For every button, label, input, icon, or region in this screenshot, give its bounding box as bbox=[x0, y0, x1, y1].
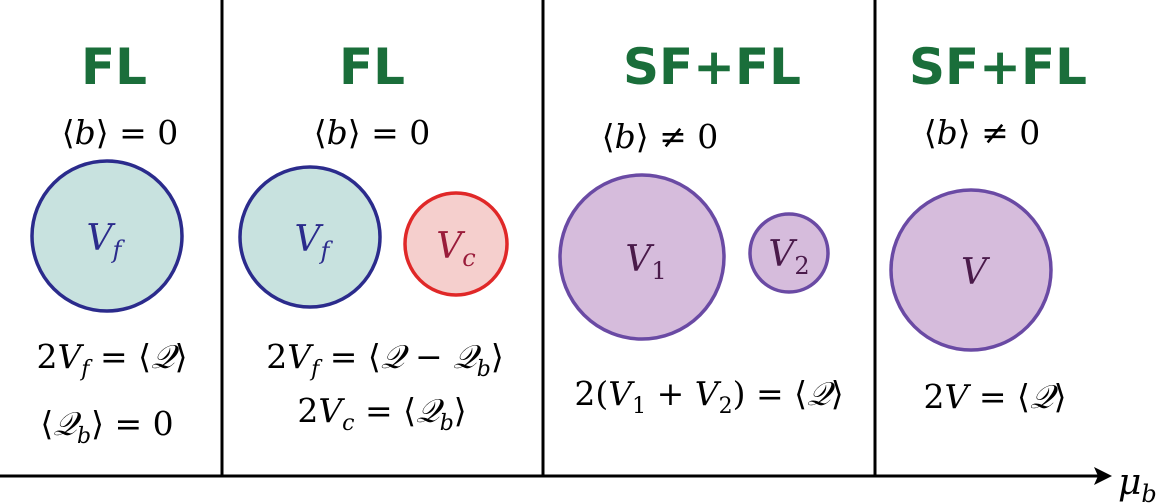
circle-v bbox=[889, 188, 1053, 352]
region-3-equation-1: 2(V1 + V2) = ⟨𝒬⟩ bbox=[574, 374, 843, 419]
region-4-equation-1: 2V = ⟨𝒬⟩ bbox=[924, 377, 1067, 416]
region-3-condition: ⟨b⟩ ≠ 0 bbox=[602, 117, 719, 156]
region-2-equation-1: 2Vf = ⟨𝒬 − 𝒬b⟩ bbox=[266, 337, 504, 382]
region-1-title: FL bbox=[81, 38, 147, 96]
circle-vf-1 bbox=[30, 159, 184, 313]
circle-v2 bbox=[748, 212, 830, 294]
circle-v-label: V bbox=[961, 252, 991, 293]
region-2-title: FL bbox=[339, 38, 405, 96]
region-2: FL ⟨b⟩ = 0 Vf Vc 2Vf = ⟨𝒬 − 𝒬b⟩ 2Vc = ⟨𝒬… bbox=[238, 38, 509, 436]
region-4-condition: ⟨b⟩ ≠ 0 bbox=[924, 113, 1041, 152]
region-4: SF+FL ⟨b⟩ ≠ 0 V 2V = ⟨𝒬⟩ bbox=[889, 38, 1087, 416]
region-4-title: SF+FL bbox=[909, 38, 1087, 96]
circle-vc bbox=[403, 191, 509, 297]
region-1: FL ⟨b⟩ = 0 Vf 2Vf = ⟨𝒬⟩ ⟨𝒬b⟩ = 0 bbox=[30, 38, 188, 449]
region-3-title: SF+FL bbox=[623, 38, 801, 96]
region-1-condition: ⟨b⟩ = 0 bbox=[62, 113, 179, 152]
circle-v1 bbox=[558, 173, 726, 341]
mu-axis-arrowhead-icon bbox=[1094, 467, 1112, 485]
region-2-condition: ⟨b⟩ = 0 bbox=[314, 113, 431, 152]
region-1-equation-1: 2Vf = ⟨𝒬⟩ bbox=[36, 337, 187, 382]
region-2-equation-2: 2Vc = ⟨𝒬b⟩ bbox=[297, 391, 466, 436]
circle-vf-2 bbox=[238, 165, 382, 309]
region-3: SF+FL ⟨b⟩ ≠ 0 V1 V2 2(V1 + V2) = ⟨𝒬⟩ bbox=[558, 38, 844, 419]
region-1-equation-2: ⟨𝒬b⟩ = 0 bbox=[40, 404, 173, 449]
mu-axis-label: μb bbox=[1118, 462, 1157, 503]
